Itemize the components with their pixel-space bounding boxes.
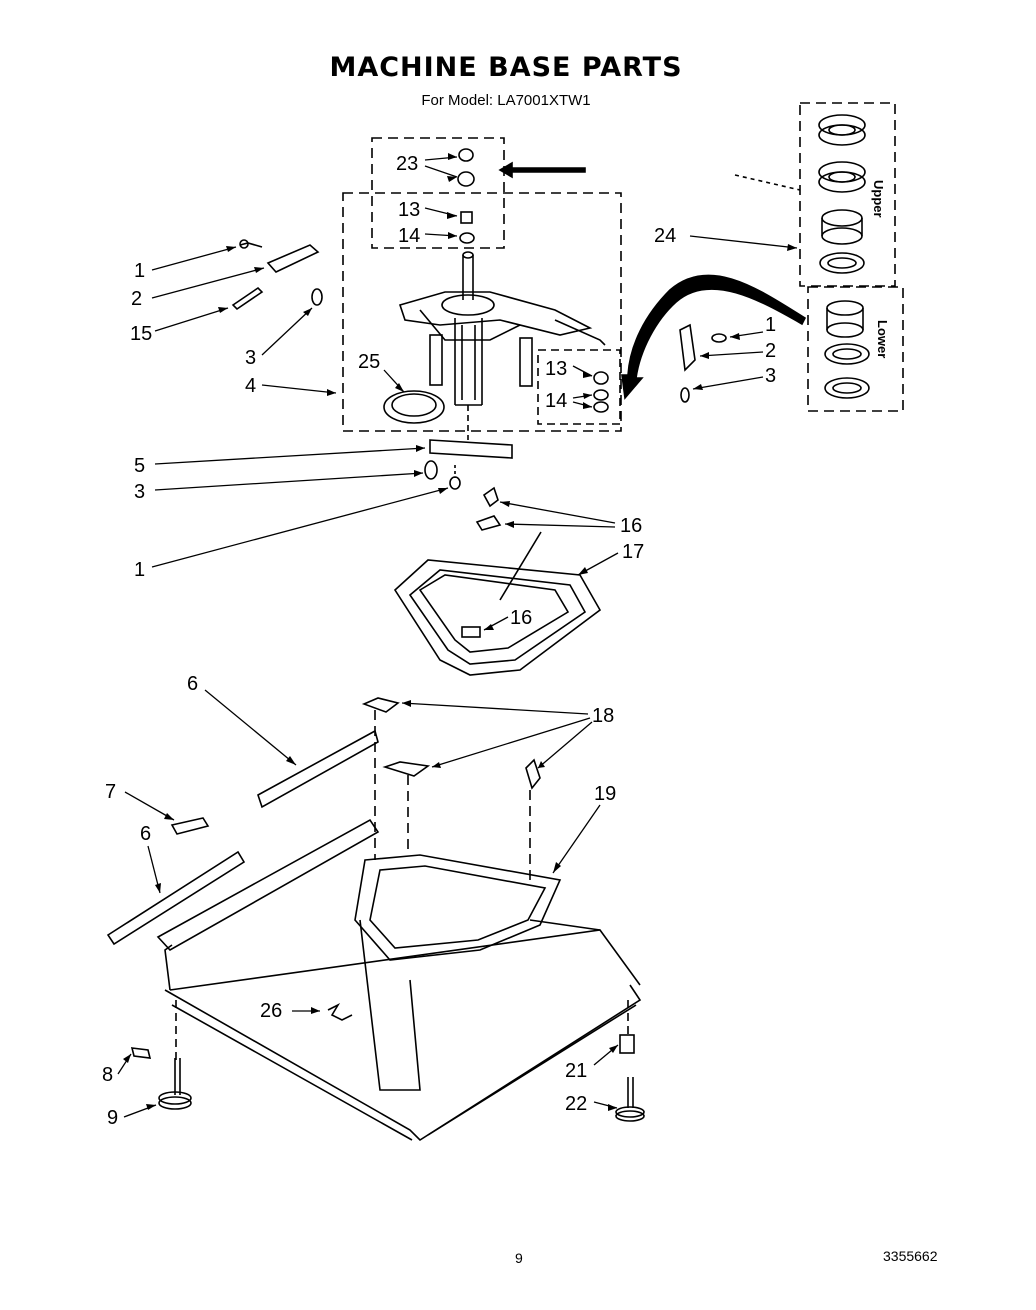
motor-mount-frame [393,486,602,676]
big-arrow-left [498,161,586,179]
callout-3b: 3 [765,365,776,387]
leader-arrowheads [123,153,797,1111]
clip-26 [327,1003,353,1021]
callout-13a: 13 [398,199,420,221]
callout-19: 19 [594,783,616,805]
callout-1c: 1 [134,559,145,581]
document-number: 3355662 [883,1248,938,1264]
callout-23: 23 [396,153,418,175]
pad-18-top [361,697,400,713]
seal-ring [383,390,445,424]
callout-21: 21 [565,1060,587,1082]
callout-14b: 14 [545,390,567,412]
callout-16b: 16 [510,607,532,629]
callout-15: 15 [130,323,152,345]
upper-bearing-box [799,102,896,287]
callout-14a: 14 [398,225,420,247]
leveling-leg-22 [615,1077,645,1122]
pad-18-right [525,758,541,790]
callout-13b: 13 [545,358,567,380]
pad-18-mid [382,761,431,777]
rail-6-top [257,729,379,809]
machine-base-frame [156,710,642,1142]
right-cap-group-box [537,349,621,425]
page-title: MACHINE BASE PARTS [329,52,683,83]
seal-ring-inner [391,393,437,417]
callout-9: 9 [107,1107,118,1129]
foot-pad-21 [619,1034,635,1054]
callout-18: 18 [592,705,614,727]
model-subtitle: For Model: LA7001XTW1 [421,92,591,109]
spring-7 [170,817,210,835]
transmission-assembly [398,251,606,440]
left-bracket-parts [231,239,323,311]
lower-bearing-label: Lower [875,320,890,358]
leader-lines [117,156,798,1118]
callout-2b: 2 [765,340,776,362]
curved-arrow [621,274,807,400]
transmission-group-box [342,192,622,432]
leveling-leg-9 [158,1058,192,1110]
callout-26: 26 [260,1000,282,1022]
callout-25: 25 [358,351,380,373]
callout-5: 5 [134,455,145,477]
drive-bracket [429,439,513,459]
cap-group-box [371,137,505,249]
lower-bearing-box [807,286,904,412]
callout-22: 22 [565,1093,587,1115]
callout-7: 7 [105,781,116,803]
callout-6b: 6 [140,823,151,845]
callout-4: 4 [245,375,256,397]
bearing-kit [818,114,870,399]
callout-1b: 1 [765,314,776,336]
callout-8: 8 [102,1064,113,1086]
foot-stud-8 [130,1047,152,1059]
rail-6-side [106,850,246,946]
callout-6a: 6 [187,673,198,695]
callout-3a: 3 [245,347,256,369]
callout-3c: 3 [134,481,145,503]
callout-2a: 2 [131,288,142,310]
upper-bearing-label: Upper [871,180,886,218]
callout-1a: 1 [134,260,145,282]
page-number: 9 [515,1250,523,1266]
callout-24: 24 [654,225,676,247]
callout-17: 17 [622,541,644,563]
callout-16a: 16 [620,515,642,537]
cap-parts [457,148,475,244]
right-bracket-parts [679,323,727,403]
callout-labels: 1 2 15 3 4 23 13 14 25 13 14 1 2 3 24 5 … [102,153,890,1129]
